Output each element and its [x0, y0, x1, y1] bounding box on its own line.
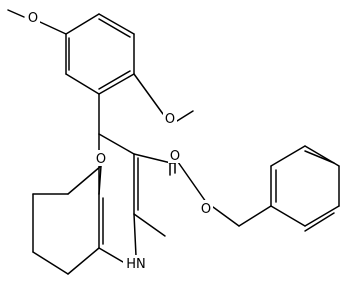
- bond-o-top-ring: [39, 21, 67, 35]
- atom-label-o-ester-carbonyl: O: [170, 149, 180, 164]
- bond-ph-b-inner: [304, 212, 335, 232]
- bond-c8-c8b: [32, 251, 69, 275]
- bond-c4a-c5: [98, 165, 102, 195]
- bond-ph-b: [304, 205, 340, 227]
- bond-c3-carbonyl-c: [133, 153, 172, 164]
- atom-o-methoxy-top: O: [26, 9, 40, 26]
- bond-c5-c6: [67, 165, 102, 195]
- bond-ring-e-inner: [98, 18, 131, 38]
- bond-ring-c-inner: [98, 70, 131, 90]
- bond-c2-n: [133, 213, 137, 257]
- bond-c2-methyl: [133, 213, 166, 237]
- atom-label-o-ester-ether: O: [201, 202, 211, 217]
- atom-label-o-ketone: O: [96, 152, 106, 167]
- bond-ring-f: [65, 13, 100, 35]
- bond-c4-c3: [98, 133, 135, 155]
- atom-n-ring: HN: [123, 255, 149, 272]
- bond-o-ortho: [133, 73, 164, 115]
- atom-label-o-methoxy-top: O: [28, 11, 38, 26]
- atom-o-ester-ether: O: [199, 200, 213, 217]
- bond-ring-b: [65, 73, 100, 95]
- bond-methyl-ortho: [176, 110, 194, 122]
- atom-label-o-methoxy-ortho: O: [165, 112, 175, 127]
- bond-o-ch2: [212, 206, 240, 227]
- bond-ring-c: [98, 73, 135, 95]
- bond-ester-o-link: [177, 161, 207, 203]
- bond-ph-e: [270, 145, 306, 167]
- bond-ch2-ph: [238, 205, 272, 227]
- atom-label-n-ring: HN: [126, 257, 146, 272]
- bond-methyl-top: [7, 9, 25, 18]
- atom-o-methoxy-ortho: O: [163, 110, 177, 127]
- bond-ring-e: [98, 13, 135, 35]
- atom-o-ketone: O: [94, 150, 108, 167]
- atom-o-ester-carbonyl: O: [168, 147, 182, 164]
- bond-ph-d-inner: [304, 150, 335, 164]
- bond-n-c8a: [98, 247, 124, 263]
- bond-c8b-c8a: [67, 247, 100, 275]
- bond-ph-a: [270, 205, 306, 227]
- bond-layer: [7, 9, 340, 275]
